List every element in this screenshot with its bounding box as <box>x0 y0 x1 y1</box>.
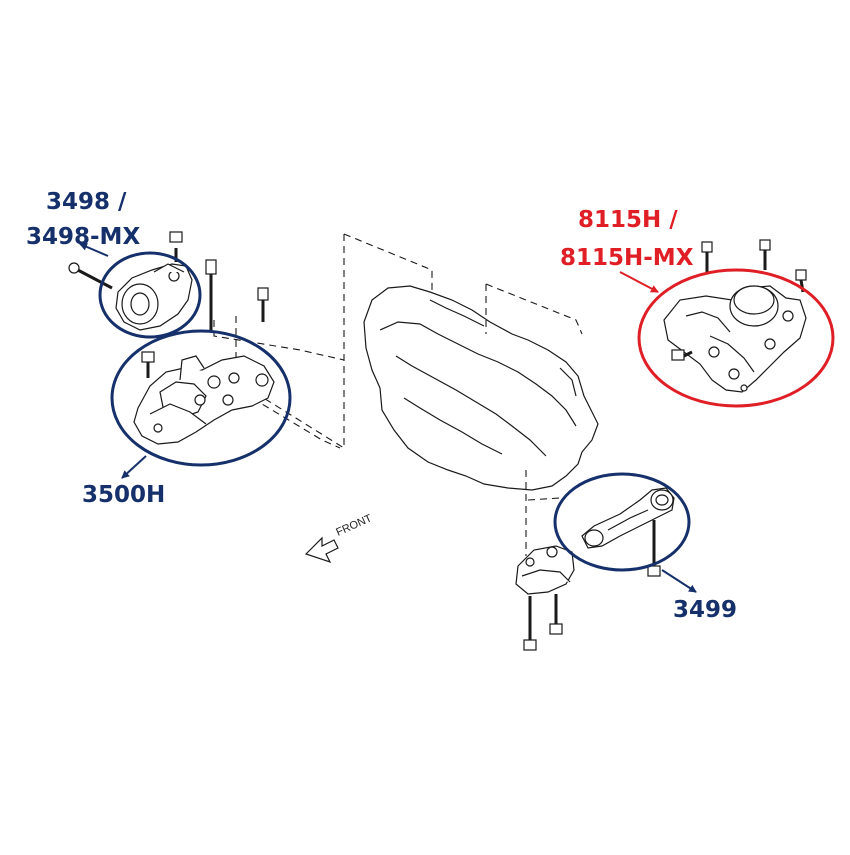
callout-3499: 3499 <box>673 597 738 623</box>
mount-3499-part <box>581 487 675 577</box>
mount-3500h-highlight-ring <box>110 329 292 467</box>
callout-8115h-line1: 8115H / <box>578 207 678 233</box>
callout-3498-line2: 3498-MX <box>26 224 141 250</box>
mount-3498-highlight-ring <box>98 251 202 339</box>
callout-3498-line1: 3498 / <box>46 189 127 215</box>
callout-3500h: 3500H <box>82 482 166 508</box>
mount-3499-highlight-ring <box>553 472 691 572</box>
front-direction-indicator: FRONT <box>304 512 374 564</box>
mount-3500h-bolts <box>141 259 269 378</box>
front-arrow-icon <box>304 536 339 564</box>
mount-3498-part <box>68 231 193 331</box>
lower-bracket-part <box>515 545 575 651</box>
mount-3500h-leader-arrow <box>121 455 147 479</box>
mount-3499-leader-arrow <box>661 569 697 593</box>
mount-3500h-part <box>133 355 275 445</box>
mount-8115h-highlight-ring <box>637 268 835 408</box>
callout-8115h-line2: 8115H-MX <box>560 245 694 271</box>
mount-3498-leader-arrow <box>79 243 109 257</box>
front-direction-label: FRONT <box>334 512 374 538</box>
mount-8115h-leader-arrow <box>619 271 659 293</box>
mount-8115h-part <box>663 239 807 393</box>
alignment-dashed-lines <box>213 233 583 556</box>
engine-block-outline <box>363 285 599 491</box>
